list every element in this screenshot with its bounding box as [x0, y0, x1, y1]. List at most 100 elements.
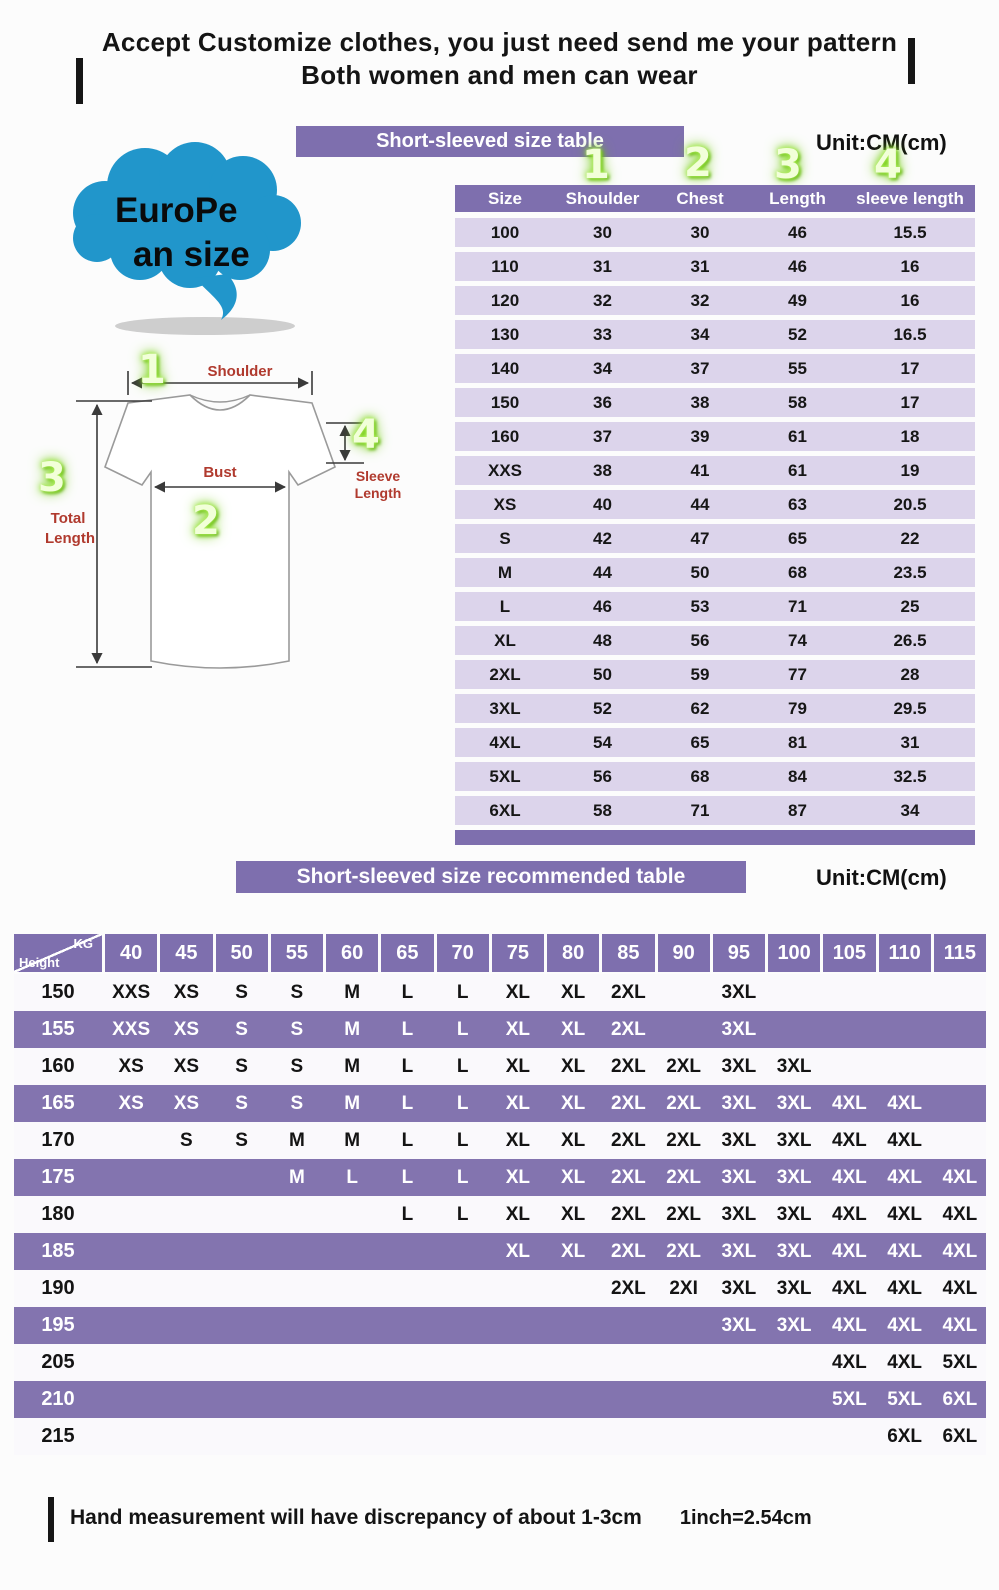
measurement-cell: 31	[900, 732, 920, 752]
size-label-cell: 160	[490, 426, 520, 446]
recommended-size-cell: 3XL	[776, 1314, 812, 1336]
weight-column-header: 50	[215, 934, 268, 972]
size-label-cell: 100	[490, 222, 520, 242]
measurement-cell: 44	[593, 562, 612, 582]
recommended-size-cell	[381, 1270, 433, 1307]
measurement-cell: 68	[690, 766, 710, 786]
recommended-size-cell	[658, 974, 710, 1011]
measurement-cell: 38	[593, 460, 612, 480]
recommended-size-cell: 4XL	[887, 1314, 923, 1336]
weight-column-header: 40	[105, 934, 158, 972]
recommended-size-cell: 4XL	[831, 1314, 867, 1336]
european-size-cloud: EuroPe an size	[73, 142, 301, 335]
sleeve-length-label-line2: Length	[355, 485, 402, 501]
recommended-size-cell: 2XL	[666, 1166, 702, 1188]
recommended-size-cell: XL	[560, 1055, 586, 1077]
recommended-size-cell	[437, 1307, 489, 1344]
recommended-size-cell: 3XL	[776, 1240, 812, 1262]
recommended-size-cell: S	[290, 1055, 304, 1077]
footer-left-bracket-bar	[48, 1497, 54, 1542]
weight-column-header: 110	[878, 934, 931, 972]
recommended-size-cell	[768, 1418, 820, 1455]
height-label-cell: 155	[41, 1018, 75, 1040]
recommended-size-cell	[381, 1381, 433, 1418]
measurement-cell: 20.5	[893, 494, 927, 514]
measurement-cell: 16	[900, 290, 920, 310]
recommended-size-cell	[160, 1270, 212, 1307]
recommended-size-cell	[271, 1307, 323, 1344]
size-label-cell: 5XL	[489, 766, 521, 786]
recommended-size-cell: 4XL	[887, 1129, 923, 1151]
measurement-cell: 81	[788, 732, 807, 752]
recommended-size-cell: M	[344, 981, 361, 1003]
recommended-size-cell	[602, 1418, 654, 1455]
recommended-size-cell: XL	[505, 1055, 531, 1077]
size-table-footer-bar	[455, 830, 975, 845]
cloud-text-line-2: an size	[133, 235, 250, 274]
height-label-cell: 185	[41, 1240, 75, 1262]
recommended-size-cell: 4XL	[887, 1240, 923, 1262]
recommended-size-cell	[437, 1381, 489, 1418]
recommended-size-cell: L	[346, 1166, 358, 1188]
recommended-size-cell: XL	[505, 1092, 531, 1114]
measurement-cell: 28	[900, 664, 920, 684]
measurement-cell: 47	[690, 528, 710, 548]
recommended-size-cell	[823, 1011, 875, 1048]
recommended-size-cell: L	[401, 1203, 414, 1225]
recommended-size-cell: S	[290, 1092, 304, 1114]
recommended-size-cell: 3XL	[776, 1092, 812, 1114]
recommended-size-cell: 3XL	[721, 1277, 757, 1299]
recommended-size-cell	[768, 1344, 820, 1381]
measurement-cell: 46	[788, 222, 807, 242]
recommended-size-cell: XL	[505, 981, 531, 1003]
recommended-size-cell: 5XL	[831, 1388, 867, 1410]
recommended-size-cell: XXS	[112, 981, 151, 1003]
recommended-size-cell: 4XL	[942, 1203, 978, 1225]
measurement-cell: 34	[690, 324, 710, 344]
recommended-size-cell: 2XL	[666, 1055, 702, 1077]
recommended-size-cell: XL	[505, 1018, 531, 1040]
recommended-size-cell: XXS	[112, 1018, 151, 1040]
recommended-size-cell: 4XL	[887, 1166, 923, 1188]
recommended-size-cell: 2XL	[610, 981, 646, 1003]
weight-column-header: 85	[602, 934, 655, 972]
recommended-size-cell	[216, 1233, 268, 1270]
measurement-cell: 32	[690, 290, 710, 310]
recommended-size-cell: M	[344, 1018, 361, 1040]
recommended-size-cell	[492, 1344, 544, 1381]
recommended-size-cell: 2XL	[610, 1166, 646, 1188]
size-label-cell: XL	[494, 630, 516, 650]
recommended-size-cell	[105, 1196, 157, 1233]
recommended-size-cell	[216, 1381, 268, 1418]
recommended-size-cell: 4XL	[831, 1166, 867, 1188]
recommended-size-cell: XL	[505, 1129, 531, 1151]
measurement-cell: 30	[593, 222, 612, 242]
height-label-cell: 170	[41, 1129, 75, 1151]
weight-column-header: 55	[270, 934, 323, 972]
recommended-size-cell: 6XL	[942, 1425, 978, 1447]
recommended-size-cell	[271, 1196, 323, 1233]
measurement-cell: 50	[593, 664, 612, 684]
measurement-cell: 26.5	[893, 630, 927, 650]
recommended-size-cell: 3XL	[776, 1277, 812, 1299]
measurement-cell: 38	[690, 392, 710, 412]
recommended-size-cell: XS	[173, 1055, 200, 1077]
recommended-size-cell	[934, 1122, 986, 1159]
measurement-cell: 71	[690, 800, 710, 820]
measurement-cell: 34	[900, 800, 920, 820]
footer-note: Hand measurement will have discrepancy o…	[70, 1506, 812, 1530]
recommended-size-cell: 2XL	[610, 1018, 646, 1040]
recommended-size-cell: XS	[173, 1018, 200, 1040]
